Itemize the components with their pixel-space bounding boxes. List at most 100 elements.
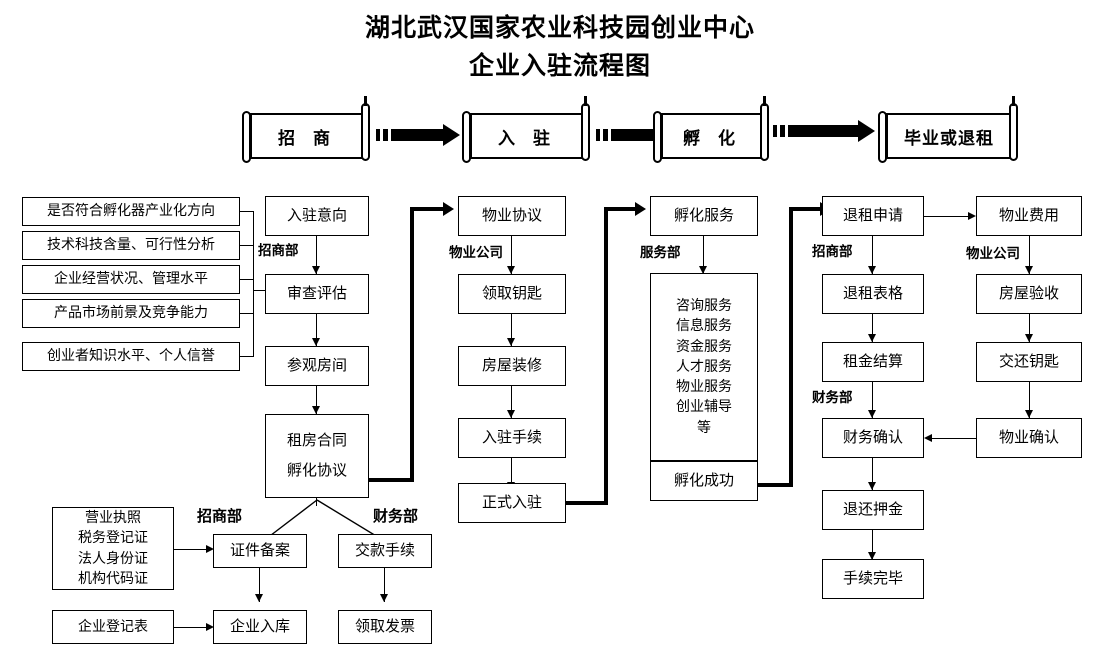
arrow-shaft (391, 129, 443, 141)
phase-banner-incubate: 孵 化 (651, 96, 769, 165)
conn-exitapp-propertyfee-arrow (968, 212, 976, 220)
phase-banner-recruit: 招 商 (240, 96, 370, 165)
conn-form-rent (872, 314, 874, 342)
scroll-rod-left (653, 111, 662, 163)
service-item-4: 人才服务 (676, 358, 732, 375)
page-title-line2: 企业入驻流程图 (468, 51, 651, 80)
step-review: 审查评估 (265, 274, 369, 314)
page-title-line1: 湖北武汉国家农业科技园创业中心 (364, 13, 755, 42)
bold-conn-1-arrow (443, 202, 454, 216)
document-item-4: 机构代码证 (78, 570, 148, 587)
document-item-1: 营业执照 (85, 509, 141, 526)
arrow-tail-tick1 (773, 125, 777, 137)
registration-form-box: 企业登记表 (52, 610, 174, 644)
dept-label-property-2: 物业公司 (966, 246, 1020, 262)
dept-label-finance-1: 财务部 (812, 390, 853, 406)
conn-fee-inspect-arrow (1025, 266, 1033, 274)
criteria-item-2: 技术科技含量、可行性分析 (22, 231, 240, 260)
phase-banner-exit: 毕业或退租 (876, 96, 1018, 165)
bold-conn-2-h-bottom (566, 501, 607, 505)
step-finance-confirm: 财务确认 (822, 418, 924, 458)
dept-label-recruit-1: 招商部 (258, 243, 299, 259)
arrow-tail-tick2 (383, 129, 388, 141)
step-intent: 入驻意向 (265, 196, 369, 236)
conn-exitapp-form (872, 236, 874, 274)
scroll-rod-left (878, 111, 887, 163)
conn-filing-enterprise (259, 568, 261, 602)
dept-label-service: 服务部 (640, 245, 681, 261)
step-contract-line1: 租房合同 (286, 431, 347, 450)
conn-docs-filing-arrow (206, 545, 214, 553)
criteria-brace-h4 (240, 313, 254, 315)
service-item-7: 等 (697, 419, 711, 436)
conn-intent-review (316, 236, 318, 274)
arrow-head (443, 124, 460, 146)
bold-conn-2-arrow (635, 202, 646, 216)
conn-agr-key-arrow (507, 266, 515, 274)
conn-propconfirm-finconfirm-arrow (924, 434, 932, 442)
bold-conn-1-v (410, 207, 414, 482)
conn-rent-fin (872, 382, 874, 418)
criteria-brace-h2 (240, 245, 254, 247)
criteria-item-1: 是否符合孵化器产业化方向 (22, 197, 240, 226)
phase-arrow-3 (773, 120, 881, 142)
conn-service-list-arrow (699, 266, 707, 274)
conn-fin-deposit (872, 458, 874, 490)
criteria-brace-out (253, 290, 269, 292)
scroll-rod-right (361, 96, 370, 161)
service-item-1: 咨询服务 (676, 297, 732, 314)
conn-inspect-key-arrow (1025, 334, 1033, 342)
conn-fee-inspect (1029, 236, 1031, 274)
criteria-item-3: 企业经营状况、管理水平 (22, 265, 240, 294)
conn-agr-key (511, 236, 513, 274)
criteria-brace-h3 (240, 279, 254, 281)
document-item-3: 法人身份证 (78, 550, 148, 567)
conn-regform-enterprise (174, 627, 210, 629)
bold-conn-1-h-bottom (369, 478, 414, 482)
conn-propconfirm-finconfirm (932, 438, 976, 440)
arrow-shaft (611, 129, 658, 141)
step-payment-procedure: 交款手续 (338, 534, 432, 568)
step-document-filing: 证件备案 (213, 534, 307, 568)
conn-service-list (703, 236, 705, 274)
step-property-agreement: 物业协议 (458, 196, 566, 236)
dept-label-finance-2: 财务部 (373, 507, 419, 525)
arrow-tail-tick1 (376, 129, 380, 141)
conn-deposit-done (872, 530, 874, 560)
conn-visit-contract-arrow (312, 406, 320, 414)
step-contract-line2: 孵化协议 (286, 461, 347, 479)
step-enterprise-entry: 企业入库 (213, 610, 307, 644)
conn-form-rent-arrow (868, 334, 876, 342)
phase-label-settle: 入 驻 (470, 113, 584, 159)
documents-box: 营业执照 税务登记证 法人身份证 机构代码证 (52, 507, 174, 590)
conn-deposit-done-arrow (868, 552, 876, 560)
conn-proc-formal (511, 458, 513, 490)
dept-label-recruit-2: 招商部 (812, 244, 853, 260)
step-get-key: 领取钥匙 (458, 274, 566, 314)
service-item-5: 物业服务 (676, 379, 732, 396)
arrow-tail-tick1 (596, 129, 600, 141)
conn-review-visit-arrow (312, 338, 320, 346)
conn-rent-fin-arrow (868, 410, 876, 418)
step-settle-procedure: 入驻手续 (458, 418, 566, 458)
phase-label-recruit: 招 商 (250, 113, 364, 159)
scroll-rod-right (581, 96, 590, 161)
bold-conn-3-h-bottom (758, 483, 793, 487)
service-list-box: 咨询服务 信息服务 资金服务 人才服务 物业服务 创业辅导 等 (650, 273, 758, 461)
step-decoration: 房屋装修 (458, 346, 566, 386)
conn-key-propconfirm (1029, 382, 1031, 418)
conn-deco-proc (511, 386, 513, 418)
step-refund-deposit: 退还押金 (822, 490, 924, 530)
step-contract: 租房合同 孵化协议 (265, 414, 369, 498)
bold-conn-1-h-top (410, 207, 444, 211)
step-incubation-success: 孵化成功 (650, 461, 758, 501)
criteria-item-5: 创业者知识水平、个人信誉 (22, 342, 240, 371)
step-procedure-complete: 手续完毕 (822, 559, 924, 599)
conn-inspect-key (1029, 314, 1031, 342)
dept-label-recruit-3: 招商部 (197, 507, 243, 525)
conn-payment-invoice-arrow (380, 594, 388, 602)
conn-key-deco-arrow (507, 338, 515, 346)
bold-conn-3-v (789, 207, 793, 487)
scroll-rod-left (242, 111, 251, 163)
